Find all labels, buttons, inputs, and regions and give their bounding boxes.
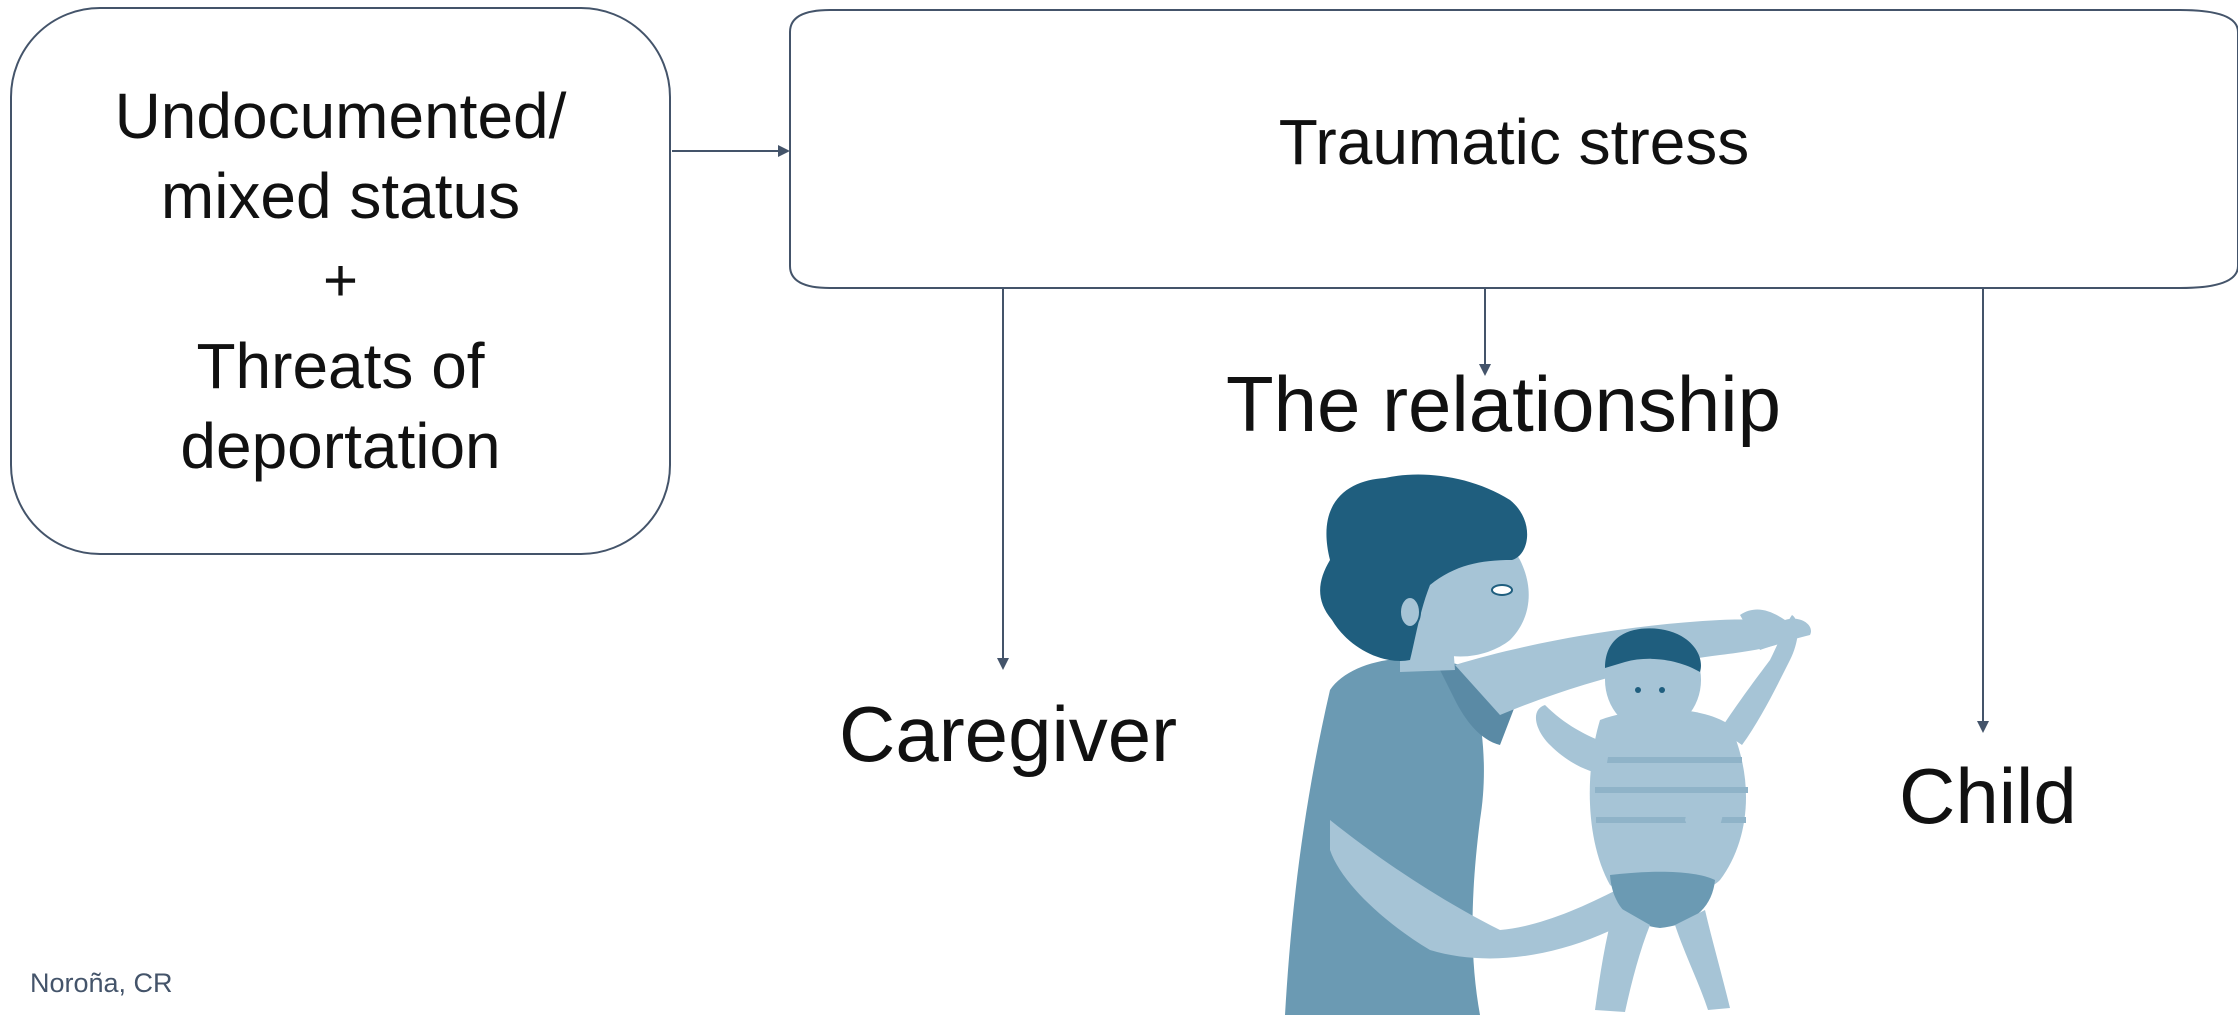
source-line-mixed-status: mixed status bbox=[160, 160, 521, 232]
source-line-threats: Threats of bbox=[196, 330, 485, 402]
source-condition-box: Undocumented/ mixed status + Threats of … bbox=[10, 7, 671, 555]
caregiver-label: Caregiver bbox=[839, 690, 1178, 778]
caregiver-holding-baby-illustration bbox=[1285, 474, 1811, 1015]
source-plus-sign: + bbox=[322, 247, 359, 314]
traumatic-stress-box bbox=[789, 9, 2238, 289]
author-credit: Noroña, CR bbox=[30, 968, 173, 998]
child-label: Child bbox=[1899, 752, 2077, 840]
relationship-label: The relationship bbox=[1226, 360, 1781, 448]
source-line-deportation: deportation bbox=[180, 410, 501, 482]
traumatic-stress-label: Traumatic stress bbox=[1278, 106, 1750, 178]
source-line-undocumented: Undocumented/ bbox=[114, 80, 567, 152]
